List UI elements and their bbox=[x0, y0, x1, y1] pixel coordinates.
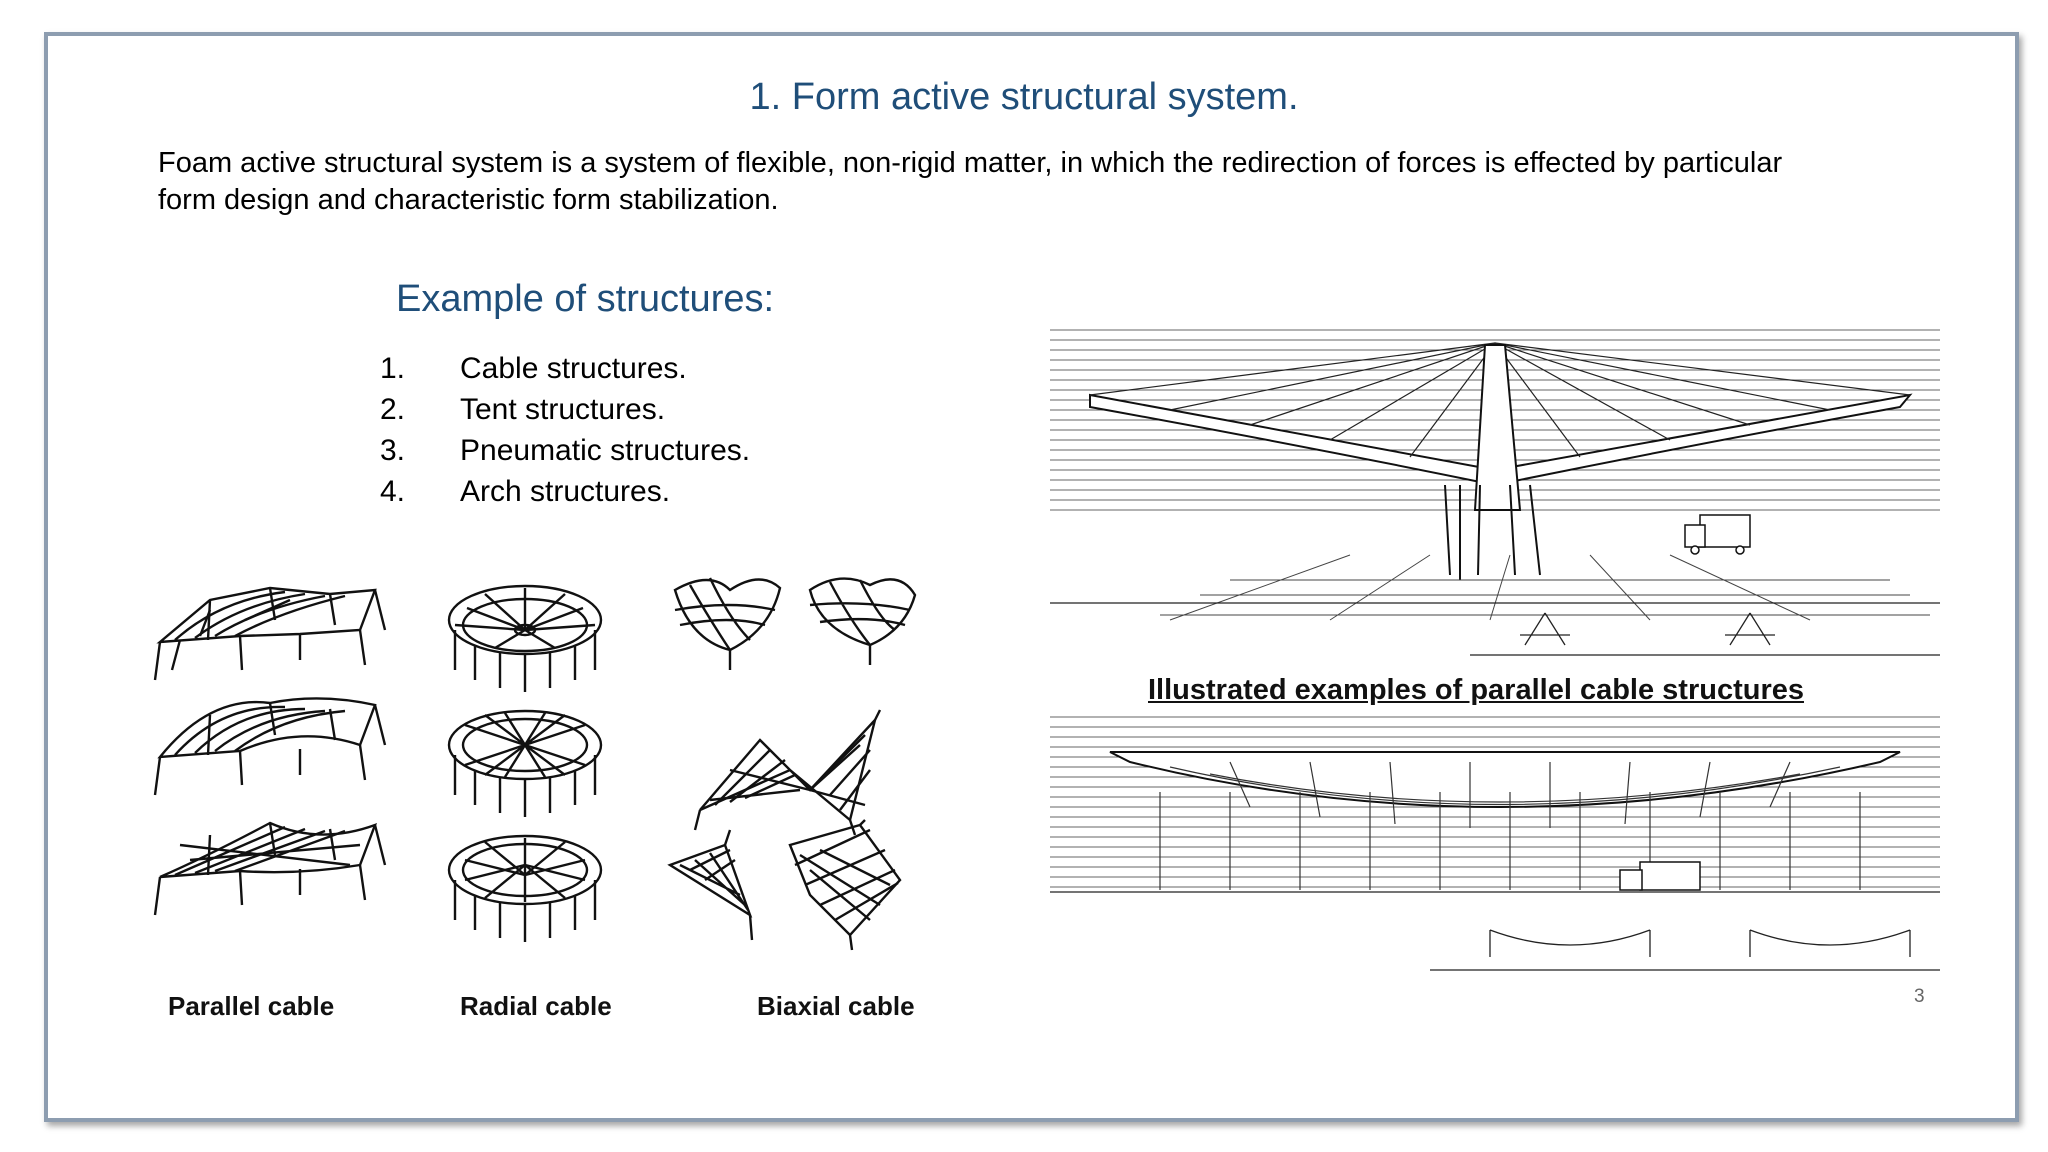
suspension-roof-illustration bbox=[1050, 329, 1940, 665]
list-item: 3. Pneumatic structures. bbox=[380, 430, 750, 471]
radial-cable-sketch-2 bbox=[447, 709, 603, 817]
slide-title: 1. Form active structural system. bbox=[749, 76, 1299, 118]
biaxial-cable-sketch-1 bbox=[673, 577, 917, 670]
biaxial-cable-label: Biaxial cable bbox=[757, 991, 915, 1021]
parallel-cable-sketch-3 bbox=[153, 821, 387, 916]
parallel-cable-label: Parallel cable bbox=[168, 991, 335, 1021]
illustration-caption: Illustrated examples of parallel cable s… bbox=[1148, 674, 1804, 706]
parallel-cable-sketch-1 bbox=[153, 586, 387, 681]
list-item: 1. Cable structures. bbox=[380, 348, 750, 389]
list-item: 4. Arch structures. bbox=[380, 471, 750, 512]
cable-typology-sketches bbox=[153, 577, 917, 951]
biaxial-cable-sketch-3 bbox=[667, 819, 902, 951]
page-number: 3 bbox=[1914, 986, 1925, 1007]
list-text: Arch structures. bbox=[460, 475, 671, 508]
radial-cable-label: Radial cable bbox=[460, 991, 612, 1021]
parallel-cable-sketch-2 bbox=[153, 697, 387, 796]
radial-cable-sketch-1 bbox=[447, 584, 603, 692]
slide-description: Foam active structural system is a syste… bbox=[158, 147, 1783, 216]
biaxial-cable-sketch-2 bbox=[693, 709, 882, 836]
list-number: 2. bbox=[380, 393, 406, 426]
list-item: 2. Tent structures. bbox=[380, 389, 750, 430]
list-number: 4. bbox=[380, 475, 406, 508]
list-text: Tent structures. bbox=[460, 393, 666, 426]
list-text: Pneumatic structures. bbox=[460, 434, 751, 467]
list-number: 3. bbox=[380, 434, 406, 467]
dished-roof-illustration bbox=[1050, 716, 1940, 992]
radial-cable-sketch-3 bbox=[447, 834, 603, 942]
list-number: 1. bbox=[380, 352, 406, 385]
list-text: Cable structures. bbox=[460, 352, 687, 385]
examples-heading: Example of structures: bbox=[396, 278, 775, 320]
structures-list: 1. Cable structures. 2. Tent structures. 3… bbox=[380, 348, 750, 512]
